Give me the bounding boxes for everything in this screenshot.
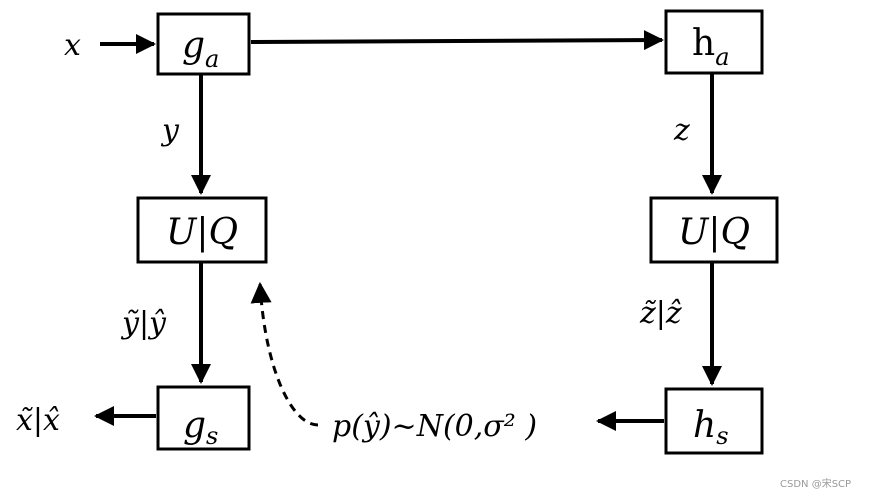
arrow-ga-to-ha xyxy=(250,30,664,51)
z-tilde-hat-label: z̃|ẑ xyxy=(639,296,682,331)
g-s-box xyxy=(156,385,251,451)
y-tilde-hat-label: ỹ|ŷ xyxy=(120,306,167,341)
uq-right-box xyxy=(649,196,779,264)
input-x-label: x xyxy=(64,28,81,63)
g-a-label: ga xyxy=(182,25,219,73)
h-a-label: ha xyxy=(692,23,730,71)
h-s-box xyxy=(664,387,764,455)
prior-label: p(ŷ)~N(0,σ² ) xyxy=(332,409,537,444)
h-a-box xyxy=(664,9,764,75)
uq-left-label: U|Q xyxy=(166,212,238,253)
dashed-arrow-prior-to-uq xyxy=(250,281,319,427)
h-s-label: hs xyxy=(693,405,729,450)
watermark: CSDN @宋SCP xyxy=(780,477,851,490)
z-label: z xyxy=(673,113,690,148)
uq-left-box xyxy=(136,196,268,264)
output-x-label: x̃|x̂ xyxy=(16,403,60,438)
y-label: y xyxy=(160,113,180,148)
g-a-box xyxy=(156,12,251,76)
g-s-label: gs xyxy=(183,405,218,450)
uq-right-label: U|Q xyxy=(678,212,750,253)
